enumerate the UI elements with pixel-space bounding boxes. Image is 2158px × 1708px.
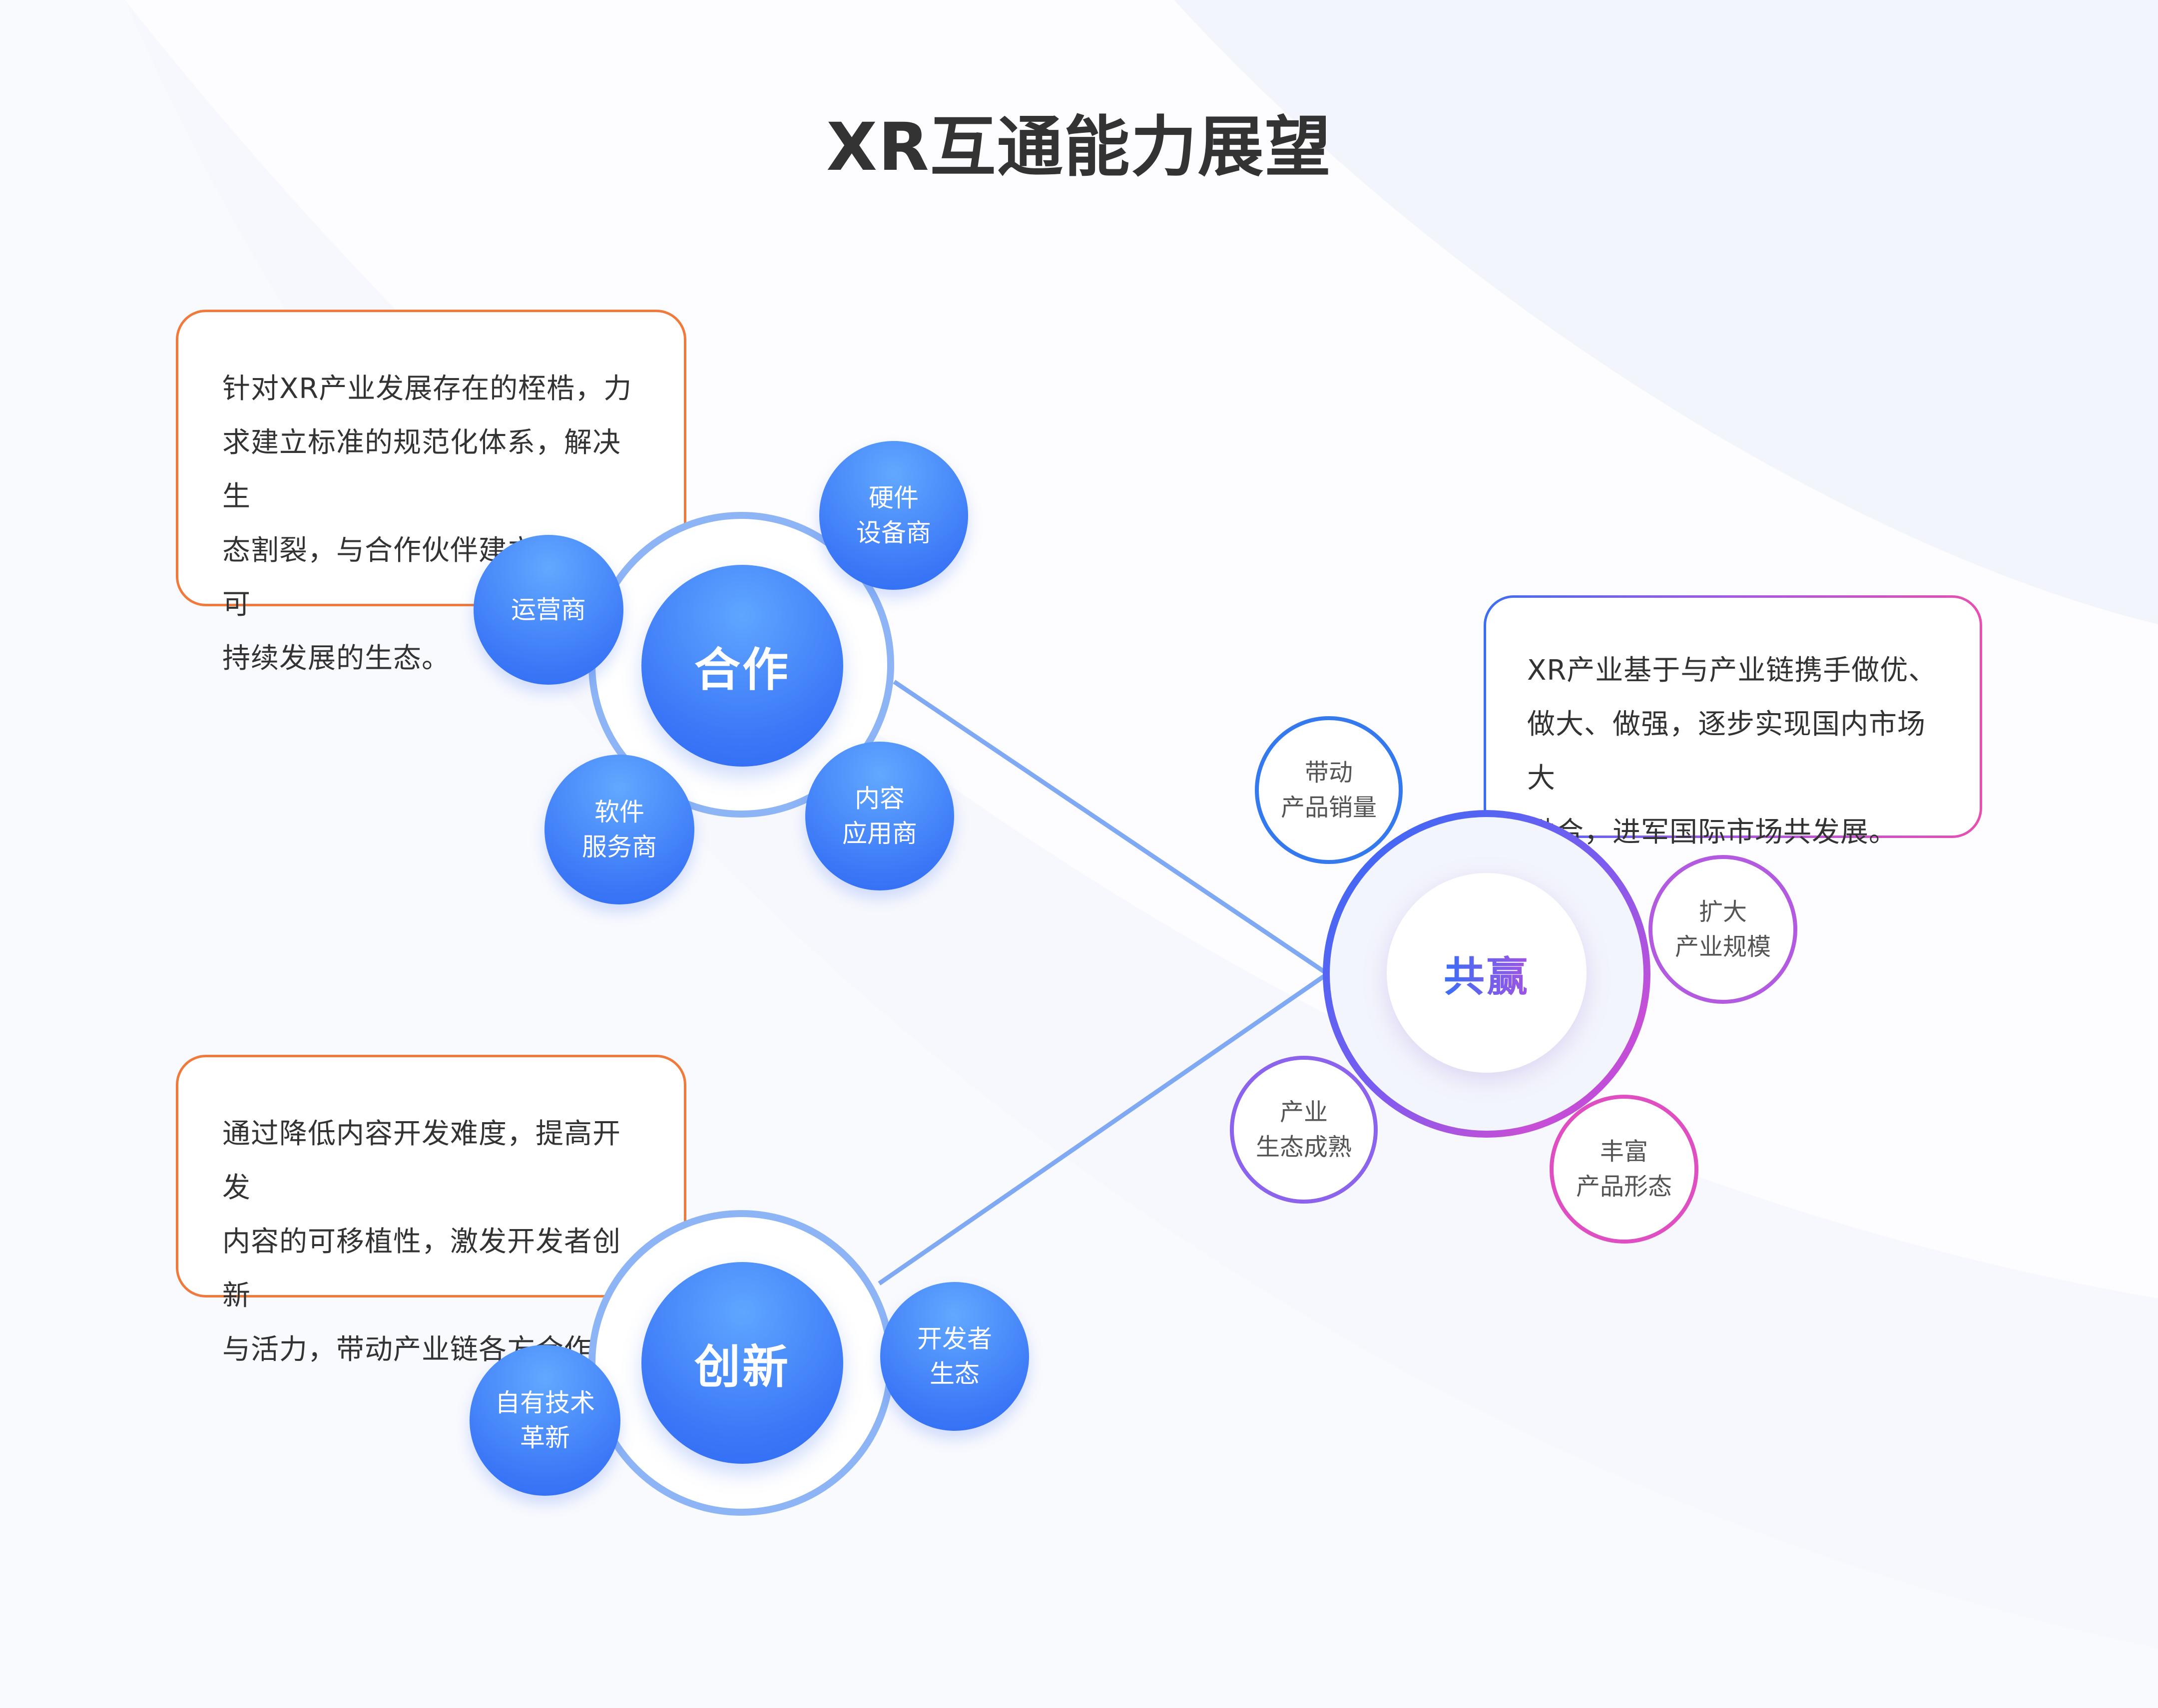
satellite-ecosystem-mature: 产业 生态成熟 (1230, 1056, 1378, 1204)
cooperation-hub: 合作 (641, 565, 843, 767)
satellite-label: 软件 服务商 (582, 798, 657, 861)
satellite-label: 产业 生态成熟 (1255, 1098, 1352, 1161)
innovation-hub: 创新 (641, 1262, 843, 1464)
cooperation-hub-label: 合作 (694, 643, 790, 697)
win-hub: 共赢 (1387, 873, 1587, 1073)
satellite-label: 扩大 产业规模 (1674, 898, 1771, 961)
satellite-enrich-products: 丰富 产品形态 (1550, 1095, 1698, 1244)
satellite-expand-scale: 扩大 产业规模 (1648, 855, 1797, 1004)
connector-innovation-win (878, 974, 1325, 1285)
satellite-developer-ecosystem: 开发者 生态 (880, 1282, 1029, 1431)
satellite-own-technology: 自有技术 革新 (470, 1345, 620, 1496)
satellite-content-provider: 内容 应用商 (805, 742, 954, 890)
satellite-label: 硬件 设备商 (856, 483, 931, 547)
satellite-label: 开发者 生态 (917, 1324, 992, 1388)
satellite-label: 运营商 (511, 595, 586, 624)
satellite-label: 内容 应用商 (842, 784, 917, 848)
satellite-label: 带动 产品销量 (1280, 759, 1377, 822)
win-hub-label: 共赢 (1444, 943, 1530, 1003)
page-title: XR互通能力展望 (826, 109, 1332, 186)
satellite-software-provider: 软件 服务商 (544, 755, 694, 904)
background-arc-inner (1174, 0, 2158, 624)
innovation-description-card: 通过降低内容开发难度，提高开发 内容的可移植性，激发开发者创新 与活力，带动产业… (176, 1055, 686, 1366)
satellite-label: 自有技术 革新 (495, 1388, 595, 1452)
satellite-hardware-vendor: 硬件 设备商 (819, 441, 968, 590)
innovation-hub-label: 创新 (694, 1340, 790, 1394)
cooperation-description-card: 针对XR产业发展存在的桎梏，力 求建立标准的规范化体系，解决生 态割裂，与合作伙… (176, 310, 686, 675)
satellite-label: 丰富 产品形态 (1576, 1138, 1672, 1201)
satellite-operator: 运营商 (474, 535, 623, 685)
satellite-drive-sales: 带动 产品销量 (1255, 716, 1403, 864)
connector-cooperation-win (893, 680, 1325, 973)
win-description-card: XR产业基于与产业链携手做优、 做大、做强，逐步实现国内市场大 融合，进军国际市… (1484, 595, 1982, 849)
